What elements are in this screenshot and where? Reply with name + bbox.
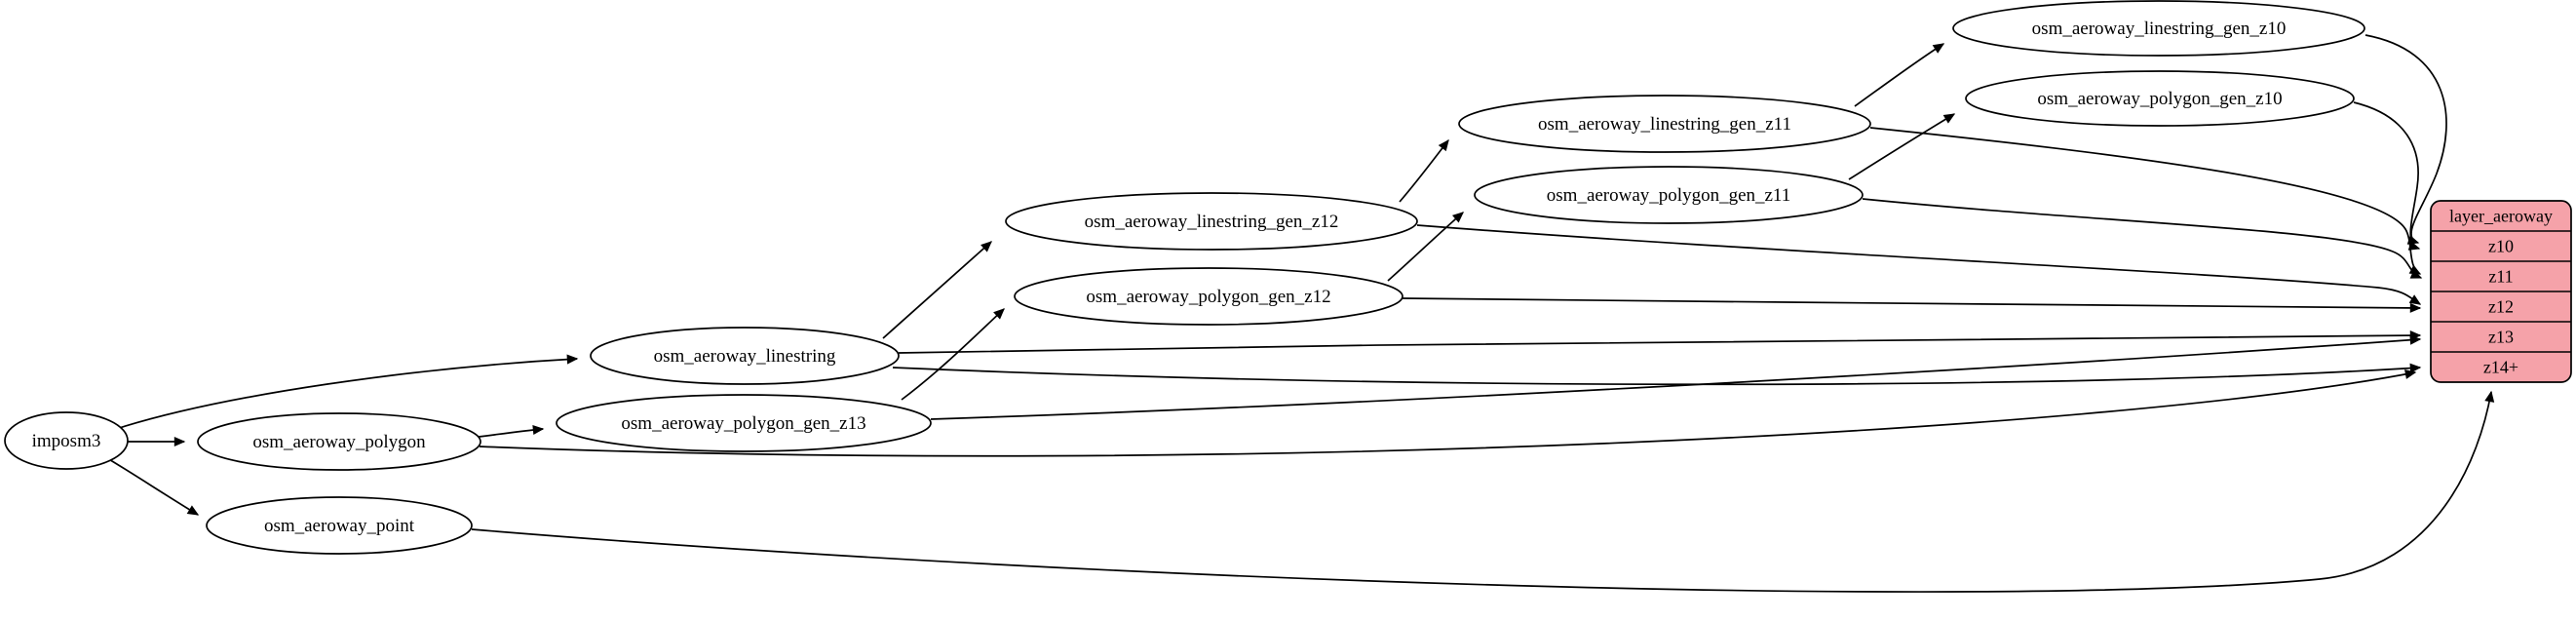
node-osm-aeroway-polygon-gen-z13: osm_aeroway_polygon_gen_z13 (556, 394, 932, 452)
node-imposm3: imposm3 (4, 411, 129, 470)
edge-osm-aeroway-polygon-to-layer-aeroway-z14 (479, 369, 2417, 457)
node-shape-osm-aeroway-linestring-gen-z11 (1458, 95, 1871, 153)
edge-osm-aeroway-polygon-gen-z10-to-layer-aeroway-z10 (2353, 101, 2421, 251)
edge-osm-aeroway-linestring-gen-z10-to-layer-aeroway-z10 (2365, 34, 2447, 245)
edge-osm-aeroway-linestring-gen-z12-to-osm-aeroway-linestring-gen-z11 (1399, 138, 1449, 203)
node-osm-aeroway-linestring: osm_aeroway_linestring (590, 327, 900, 385)
node-label-osm-aeroway-polygon-gen-z13: osm_aeroway_polygon_gen_z13 (621, 413, 865, 434)
node-layer-aeroway: layer_aeroway z10 z11 z12 z13 z14+ (2430, 200, 2572, 383)
edge-osm-aeroway-polygon-gen-z12-to-layer-aeroway-z12 (1402, 297, 2422, 313)
edge-osm-aeroway-polygon-gen-z11-to-layer-aeroway-z11 (1862, 198, 2423, 279)
node-shape-imposm3 (4, 411, 129, 470)
node-osm-aeroway-linestring-gen-z12: osm_aeroway_linestring_gen_z12 (1005, 192, 1418, 251)
node-shape-osm-aeroway-polygon-gen-z13 (556, 394, 932, 452)
node-osm-aeroway-polygon-gen-z11: osm_aeroway_polygon_gen_z11 (1474, 166, 1864, 224)
node-label-osm-aeroway-linestring-gen-z11: osm_aeroway_linestring_gen_z11 (1538, 114, 1791, 135)
edge-osm-aeroway-point-to-layer-aeroway-z14 (471, 390, 2495, 593)
edge-osm-aeroway-linestring-gen-z11-to-osm-aeroway-linestring-gen-z10 (1854, 43, 1945, 107)
record-row-z13: z13 (2488, 328, 2514, 347)
node-label-osm-aeroway-linestring: osm_aeroway_linestring (654, 346, 836, 367)
record-row-z11: z11 (2488, 267, 2513, 287)
node-shape-osm-aeroway-linestring-gen-z12 (1005, 192, 1418, 251)
node-label-osm-aeroway-polygon-gen-z12: osm_aeroway_polygon_gen_z12 (1086, 287, 1330, 307)
record-row-z10: z10 (2488, 237, 2514, 256)
node-label-imposm3: imposm3 (32, 431, 101, 451)
edge-imposm3-to-osm-aeroway-point (106, 457, 200, 516)
node-osm-aeroway-polygon-gen-z12: osm_aeroway_polygon_gen_z12 (1014, 267, 1403, 326)
node-shape-osm-aeroway-linestring-gen-z10 (1952, 0, 2365, 57)
node-osm-aeroway-linestring-gen-z11: osm_aeroway_linestring_gen_z11 (1458, 95, 1871, 153)
node-osm-aeroway-polygon: osm_aeroway_polygon (197, 412, 481, 471)
node-label-osm-aeroway-linestring-gen-z12: osm_aeroway_linestring_gen_z12 (1085, 212, 1339, 232)
edge-imposm3-to-osm-aeroway-linestring (112, 354, 579, 431)
node-shape-osm-aeroway-point (206, 496, 473, 555)
record-row-z12: z12 (2488, 297, 2514, 317)
edge-osm-aeroway-polygon-gen-z13-to-layer-aeroway-z13 (930, 334, 2422, 420)
node-osm-aeroway-point: osm_aeroway_point (206, 496, 473, 555)
node-label-osm-aeroway-polygon: osm_aeroway_polygon (252, 432, 426, 452)
node-osm-aeroway-linestring-gen-z10: osm_aeroway_linestring_gen_z10 (1952, 0, 2365, 57)
edge-osm-aeroway-linestring-to-layer-aeroway-z13 (898, 330, 2422, 354)
node-label-osm-aeroway-linestring-gen-z10: osm_aeroway_linestring_gen_z10 (2032, 19, 2287, 39)
node-label-osm-aeroway-polygon-gen-z11: osm_aeroway_polygon_gen_z11 (1547, 185, 1790, 206)
node-label-osm-aeroway-polygon-gen-z10: osm_aeroway_polygon_gen_z10 (2037, 89, 2282, 109)
record-row-z14: z14+ (2483, 358, 2518, 377)
node-shape-osm-aeroway-polygon (197, 412, 481, 471)
edge-osm-aeroway-linestring-to-layer-aeroway-z14 (892, 363, 2422, 386)
edge-osm-aeroway-polygon-gen-z12-to-osm-aeroway-polygon-gen-z11 (1387, 212, 1464, 282)
edge-osm-aeroway-polygon-gen-z11-to-osm-aeroway-polygon-gen-z10 (1848, 113, 1956, 180)
record-title-layer-aeroway: layer_aeroway (2449, 207, 2553, 226)
node-shape-osm-aeroway-linestring (590, 327, 900, 385)
node-shape-osm-aeroway-polygon-gen-z10 (1965, 70, 2355, 127)
edge-osm-aeroway-polygon-to-osm-aeroway-polygon-gen-z13 (478, 425, 545, 438)
node-shape-osm-aeroway-polygon-gen-z12 (1014, 267, 1403, 326)
node-label-osm-aeroway-point: osm_aeroway_point (264, 516, 415, 536)
edge-osm-aeroway-linestring-gen-z12-to-layer-aeroway-z12 (1416, 224, 2422, 305)
edge-osm-aeroway-polygon-gen-z13-to-osm-aeroway-polygon-gen-z12 (901, 308, 1005, 401)
node-osm-aeroway-polygon-gen-z10: osm_aeroway_polygon_gen_z10 (1965, 70, 2355, 127)
edge-osm-aeroway-linestring-gen-z11-to-layer-aeroway-z11 (1869, 127, 2422, 275)
node-shape-osm-aeroway-polygon-gen-z11 (1474, 166, 1864, 224)
edge-osm-aeroway-linestring-to-osm-aeroway-linestring-gen-z12 (882, 241, 992, 339)
